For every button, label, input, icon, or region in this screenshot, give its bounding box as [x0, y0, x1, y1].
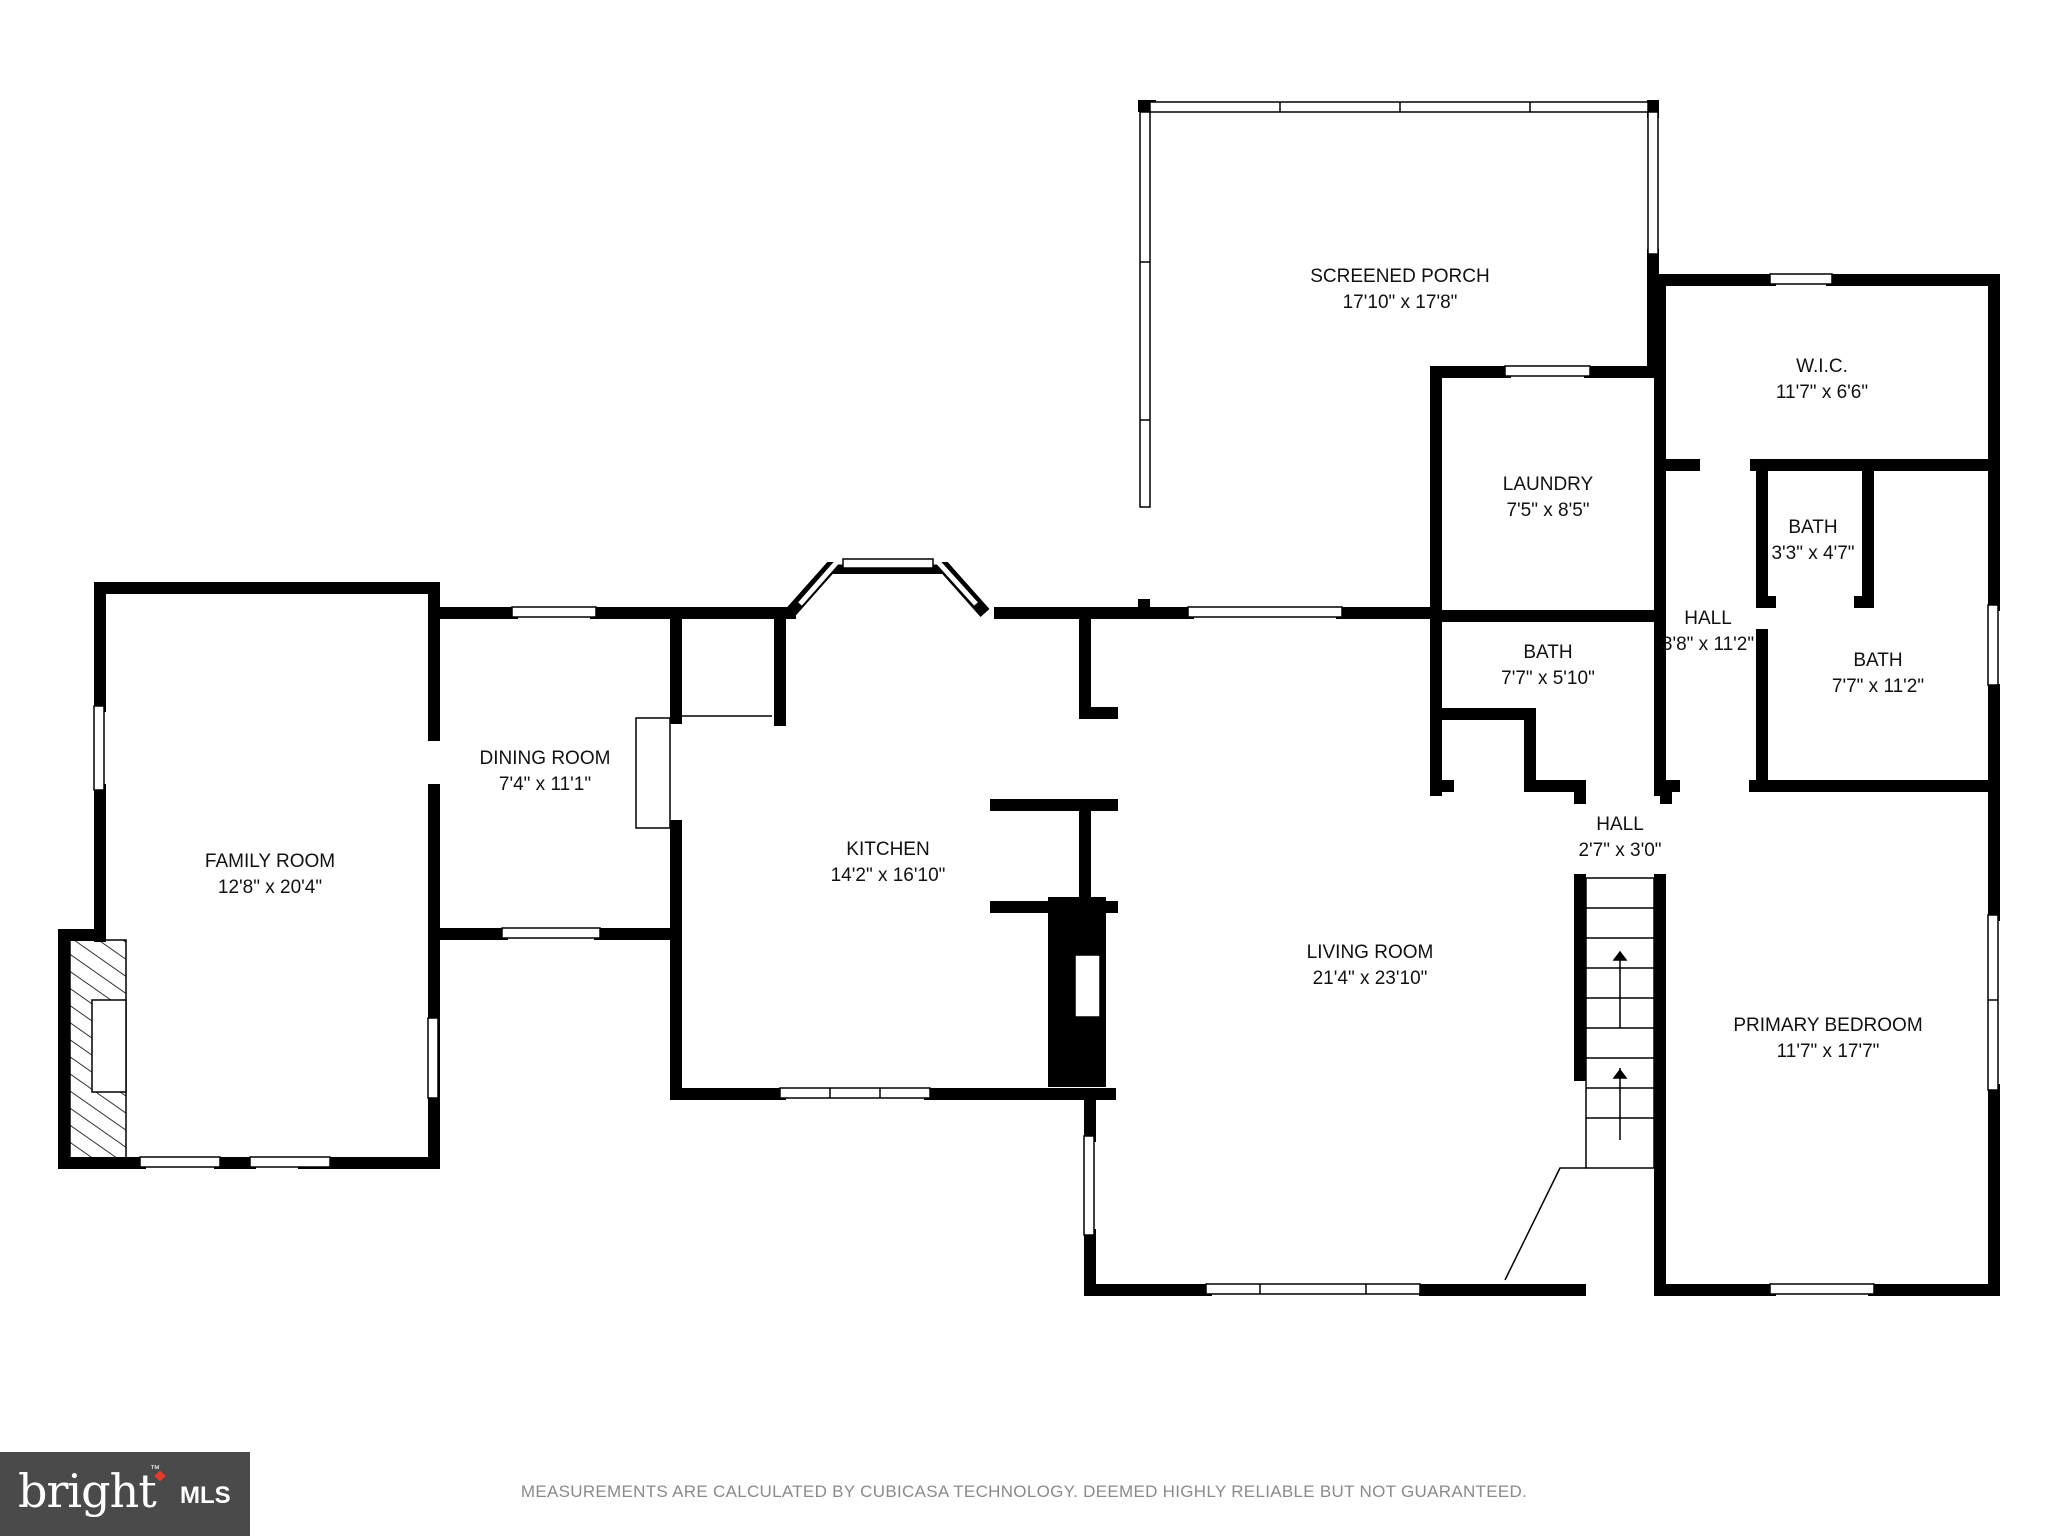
- family-room-walls: [94, 582, 440, 741]
- logo-tm: ™: [150, 1464, 160, 1475]
- screened-porch-name: SCREENED PORCH: [1310, 266, 1489, 287]
- primary-bedroom-name: PRIMARY BEDROOM: [1733, 1015, 1922, 1036]
- wic-dims: 11'7" x 6'6": [1776, 382, 1868, 403]
- kitchen-name: KITCHEN: [846, 839, 929, 860]
- kitchen-dims: 14'2" x 16'10": [831, 865, 946, 886]
- disclaimer: MEASUREMENTS ARE CALCULATED BY CUBICASA …: [520, 1482, 1528, 1501]
- bath-right-dims: 7'7" x 11'2": [1832, 676, 1924, 697]
- hall-small-dims: 2'7" x 3'0": [1578, 840, 1661, 861]
- hall-upper-dims: 3'8" x 11'2": [1662, 634, 1754, 655]
- living-room-dims: 21'4" x 23'10": [1313, 968, 1428, 989]
- dining-room-name: DINING ROOM: [480, 748, 611, 769]
- bath-left-name: BATH: [1523, 642, 1572, 663]
- laundry-name: LAUNDRY: [1503, 474, 1594, 495]
- bath-small-dims: 3'3" x 4'7": [1771, 543, 1854, 564]
- dining-room-dims: 7'4" x 11'1": [499, 774, 591, 795]
- family-room-dims: 12'8" x 20'4": [218, 877, 322, 898]
- wic-name: W.I.C.: [1796, 356, 1848, 377]
- bath-right-name: BATH: [1853, 650, 1902, 671]
- bright-mls-logo: bright ™ MLS: [0, 1452, 250, 1536]
- fireplace-family-room: [69, 939, 127, 1159]
- walls: [58, 100, 2000, 1296]
- hall-small-name: HALL: [1596, 814, 1644, 835]
- hall-upper-name: HALL: [1684, 608, 1732, 629]
- stairs: [1504, 877, 1655, 1281]
- living-room-name: LIVING ROOM: [1307, 942, 1434, 963]
- windows: [93, 101, 1999, 1295]
- logo-brand: bright: [18, 1464, 157, 1518]
- room-labels: SCREENED PORCH 17'10" x 17'8" W.I.C. 11'…: [205, 266, 1924, 1062]
- fireplace-living-room: [1048, 897, 1106, 1087]
- family-room-name: FAMILY ROOM: [205, 851, 335, 872]
- bath-small-name: BATH: [1788, 517, 1837, 538]
- primary-bedroom-dims: 11'7" x 17'7": [1777, 1041, 1880, 1062]
- kitchen-counter: [635, 717, 671, 829]
- laundry-dims: 7'5" x 8'5": [1506, 500, 1589, 521]
- bay-window: [785, 558, 990, 617]
- screened-porch-dims: 17'10" x 17'8": [1343, 292, 1458, 313]
- logo-mls: MLS: [180, 1482, 231, 1509]
- bath-left-dims: 7'7" x 5'10": [1501, 668, 1595, 689]
